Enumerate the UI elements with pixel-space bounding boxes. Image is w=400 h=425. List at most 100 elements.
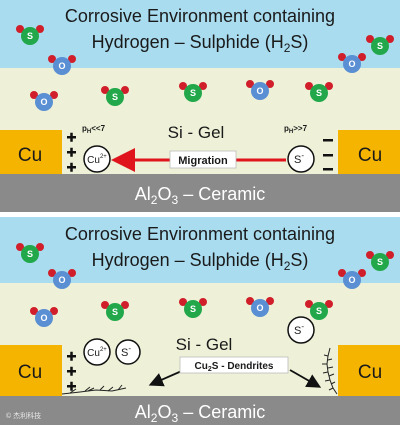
environment-title-line1: Corrosive Environment containing (65, 224, 335, 244)
ceramic-substrate (0, 174, 400, 212)
hydrogen-atom (50, 307, 58, 315)
sulfur-atom (371, 37, 389, 55)
hydrogen-atom (48, 269, 56, 277)
hydrogen-atom (386, 35, 394, 43)
hydrogen-atom (325, 300, 333, 308)
svg-text:S-: S- (294, 151, 304, 166)
hydrogen-atom (16, 243, 24, 251)
atom-label: O (40, 97, 47, 107)
hydrogen-atom (358, 269, 366, 277)
positive-charges (67, 351, 76, 391)
hydrogen-atom (101, 301, 109, 309)
hydrogen-atom (121, 86, 129, 94)
atom-label: S (27, 31, 33, 41)
panel-divider (0, 212, 400, 217)
svg-text:Cu2+: Cu2+ (87, 154, 107, 166)
h2o-molecule: O (338, 53, 366, 73)
atom-label: S (316, 306, 322, 316)
hydrogen-atom (199, 82, 207, 90)
hydrogen-atom (305, 300, 313, 308)
atom-label: S (190, 304, 196, 314)
atom-label: S (316, 88, 322, 98)
hydrogen-atom (179, 298, 187, 306)
copper-electrode-left (0, 130, 62, 174)
hydrogen-atom (199, 298, 207, 306)
ceramic-substrate (0, 396, 400, 425)
h2s-molecule: S (179, 298, 207, 318)
positive-charges (67, 132, 76, 172)
svg-text:Cu2+: Cu2+ (87, 347, 107, 359)
hydrogen-atom (48, 55, 56, 63)
h2o-molecule: O (338, 269, 366, 289)
atom-label: S (112, 92, 118, 102)
gel-layer (0, 68, 400, 130)
sulfur-atom (21, 27, 39, 45)
s-ion: S- (115, 339, 141, 365)
sulfur-atom (371, 253, 389, 271)
oxygen-atom (343, 271, 361, 289)
bottom-molecules: S O S O O S S O S (16, 243, 394, 327)
svg-text:S-: S- (121, 344, 131, 359)
hydrogen-atom (68, 55, 76, 63)
environment-title-line1: Corrosive Environment containing (65, 6, 335, 26)
hydrogen-atom (305, 82, 313, 90)
hydrogen-atom (338, 269, 346, 277)
sulfur-atom (310, 302, 328, 320)
h2s-molecule: S (366, 35, 394, 55)
oxygen-atom (53, 271, 71, 289)
atom-label: S (377, 257, 383, 267)
atom-label: O (40, 313, 47, 323)
copper-electrode-right (338, 345, 400, 396)
sulfur-atom (184, 84, 202, 102)
h2s-molecule: S (16, 25, 44, 45)
hydrogen-atom (30, 91, 38, 99)
h2o-molecule: O (30, 91, 58, 111)
gel-label: Si - Gel (176, 335, 233, 354)
cu-label-right: Cu (358, 145, 382, 166)
watermark: © 杰利科技 (6, 411, 41, 420)
atom-label: S (112, 307, 118, 317)
oxygen-atom (35, 93, 53, 111)
negative-charges (323, 139, 333, 171)
environment-layer (0, 0, 400, 68)
atom-label: O (348, 59, 355, 69)
cu-label-right: Cu (358, 362, 382, 383)
h2s-molecule: S (101, 301, 129, 321)
top-panel: Corrosive Environment containing Hydroge… (0, 0, 400, 212)
hydrogen-atom (246, 80, 254, 88)
hydrogen-atom (246, 297, 254, 305)
environment-layer (0, 217, 400, 283)
hydrogen-atom (179, 82, 187, 90)
oxygen-atom (251, 299, 269, 317)
hydrogen-atom (101, 86, 109, 94)
dendrite-arrow-right (289, 369, 322, 388)
atom-label: S (190, 88, 196, 98)
oxygen-atom (343, 55, 361, 73)
h2o-molecule: O (48, 269, 76, 289)
hydrogen-atom (16, 25, 24, 33)
dendrite-arrow-left (148, 369, 185, 387)
bottom-panel: Corrosive Environment containing Hydroge… (0, 217, 400, 425)
gel-label: Si - Gel (168, 123, 225, 142)
sulfur-atom (184, 300, 202, 318)
h2o-molecule: O (246, 80, 274, 100)
hydrogen-atom (325, 82, 333, 90)
h2s-molecule: S (305, 82, 333, 102)
hydrogen-atom (366, 35, 374, 43)
sulfur-atom (310, 84, 328, 102)
hydrogen-atom (36, 25, 44, 33)
cu-ion: Cu2+ (83, 338, 111, 366)
sulfur-atom (106, 303, 124, 321)
h2o-molecule: O (30, 307, 58, 327)
atom-label: S (27, 249, 33, 259)
atom-label: O (256, 303, 263, 313)
migration-label-box (169, 150, 237, 169)
atom-label: O (58, 275, 65, 285)
migration-label: Migration (178, 155, 228, 167)
ph-left-label: pH<<7 (82, 124, 106, 135)
top-molecules: S O S O O S S O S (16, 25, 394, 111)
atom-label: O (58, 61, 65, 71)
h2o-molecule: O (246, 297, 274, 317)
hydrogen-atom (386, 251, 394, 259)
